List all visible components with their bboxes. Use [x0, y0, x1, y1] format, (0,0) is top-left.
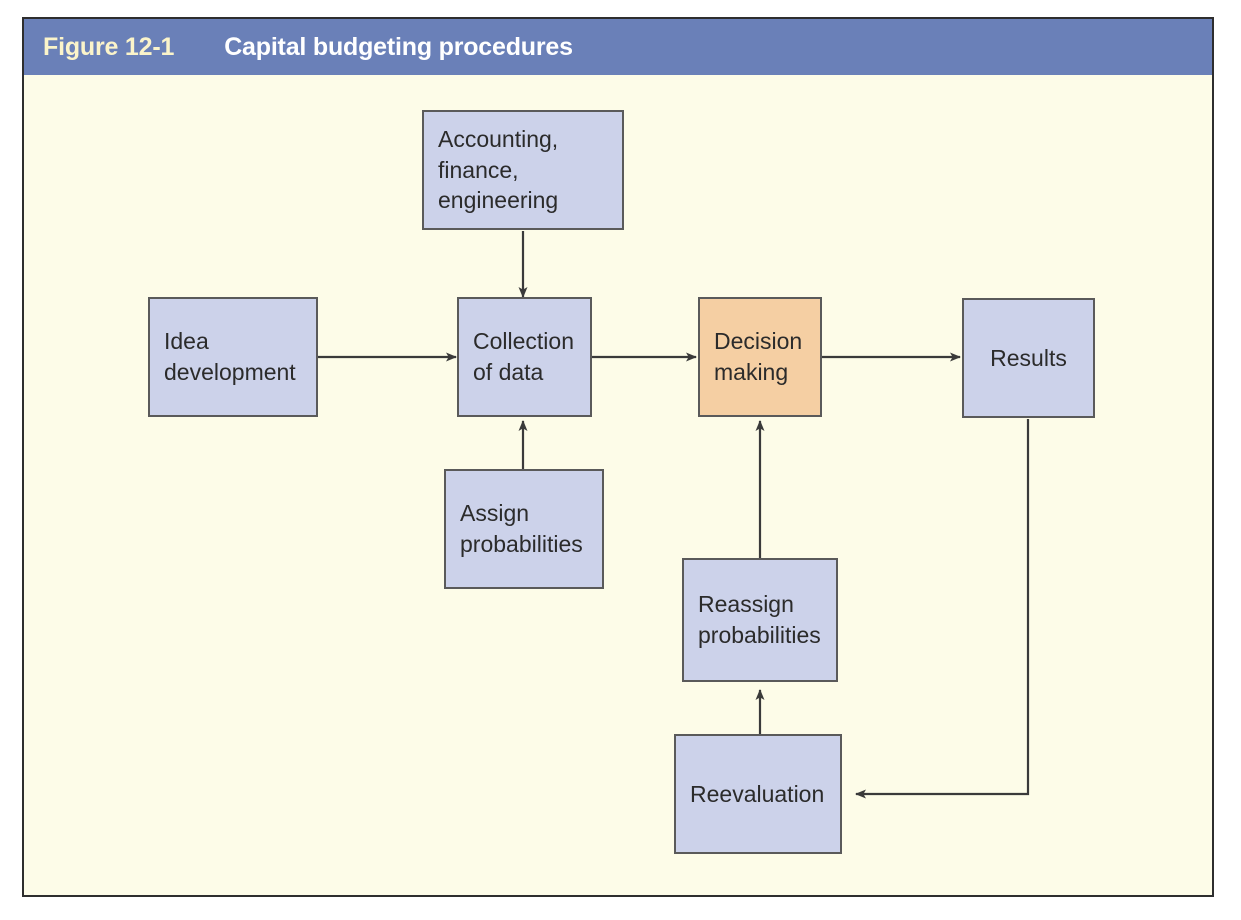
- node-results[interactable]: Results: [962, 298, 1095, 418]
- node-label: Reassign probabilities: [698, 591, 821, 648]
- figure-frame: Figure 12-1 Capital budgeting procedures: [22, 17, 1214, 897]
- node-label: Results: [990, 344, 1067, 371]
- node-decision-making[interactable]: Decision making: [698, 297, 822, 417]
- node-collection-of-data[interactable]: Collection of data: [457, 297, 592, 417]
- node-accounting-finance-engineering[interactable]: Accounting, finance, engineering: [422, 110, 624, 230]
- node-label: Reevaluation: [690, 780, 825, 807]
- figure-header-bar: Figure 12-1 Capital budgeting procedures: [24, 19, 1212, 75]
- edge-results-to-reevaluation: [855, 419, 1030, 799]
- node-reassign-probabilities[interactable]: Reassign probabilities: [682, 558, 838, 682]
- figure-title-label: Capital budgeting procedures: [224, 32, 573, 61]
- figure-number-label: Figure 12-1: [43, 32, 175, 61]
- node-reevaluation[interactable]: Reevaluation: [674, 734, 842, 854]
- connector-layer: [318, 231, 1030, 799]
- node-idea-development[interactable]: Idea development: [148, 297, 318, 417]
- node-label: Assign probabilities: [460, 500, 583, 557]
- node-label: Decision making: [714, 328, 803, 385]
- node-label: Idea development: [164, 328, 296, 385]
- node-label: Accounting, finance, engineering: [438, 126, 559, 214]
- flowchart-canvas: Accounting, finance, engineering Idea de…: [24, 75, 1212, 895]
- node-assign-probabilities[interactable]: Assign probabilities: [444, 469, 604, 589]
- node-label: Collection of data: [473, 328, 574, 385]
